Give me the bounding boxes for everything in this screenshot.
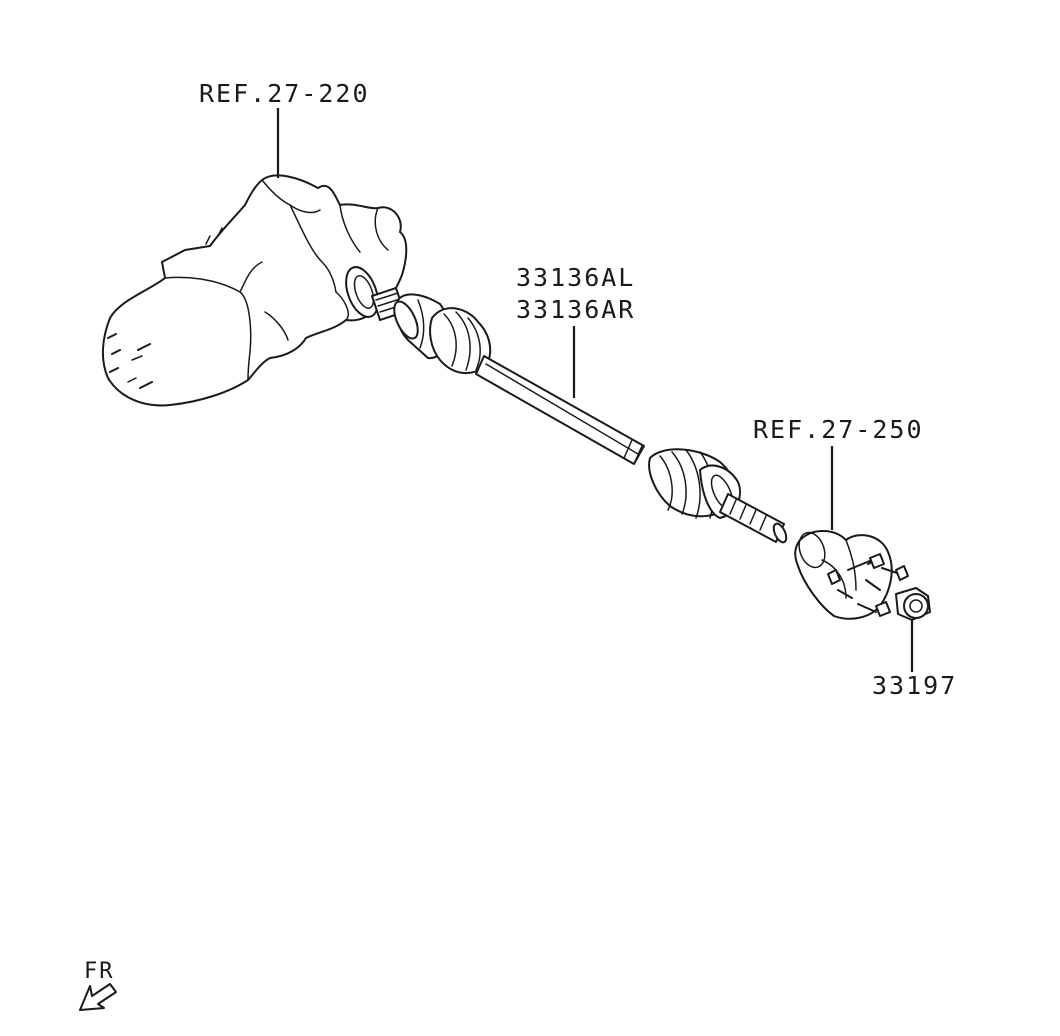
front-direction-indicator: FR <box>79 959 117 1011</box>
label-nut-part: 33197 <box>872 671 957 700</box>
axle-nut <box>895 587 931 621</box>
label-transmission-ref: REF.27-220 <box>199 79 370 108</box>
label-hub-ref: REF.27-250 <box>753 415 924 444</box>
wheel-hub <box>794 530 909 620</box>
label-driveshaft-left: 33136AL <box>516 263 635 292</box>
label-driveshaft-right: 33136AR <box>516 295 635 324</box>
front-indicator-label: FR <box>84 959 115 984</box>
transmission-housing <box>102 174 408 407</box>
drive-shaft-assembly <box>371 287 788 544</box>
front-arrow-icon <box>79 983 117 1011</box>
